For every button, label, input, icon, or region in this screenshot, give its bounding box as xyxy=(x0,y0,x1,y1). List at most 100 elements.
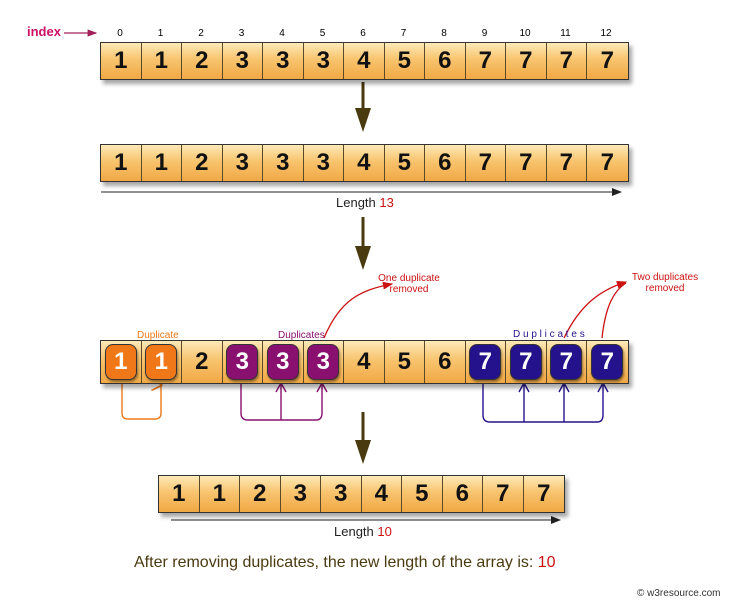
array-cell-value: 4 xyxy=(357,348,371,375)
array-cell-value: 1 xyxy=(172,480,186,507)
array-cell-value: 5 xyxy=(397,348,411,375)
array-cell: 3 xyxy=(222,341,263,383)
array-cell: 2 xyxy=(182,43,223,79)
array-cell-value: 7 xyxy=(600,149,614,176)
array-cell-value: 6 xyxy=(438,149,452,176)
blue-duplicate-badge: 7 xyxy=(550,344,583,380)
array-cell: 7 xyxy=(465,145,506,181)
array-cell: 3 xyxy=(222,145,263,181)
index-number: 12 xyxy=(600,28,612,39)
array-cell-value: 1 xyxy=(114,149,128,176)
array-cell: 3 xyxy=(280,476,321,512)
array-cell-value: 3 xyxy=(293,480,307,507)
length-text: Length xyxy=(334,524,374,539)
array-cell-value: 6 xyxy=(438,348,452,375)
array-cell-value: 1 xyxy=(212,480,226,507)
array-cell: 7 xyxy=(465,341,506,383)
orange-duplicate-label: Duplicate xyxy=(137,330,179,341)
array-cell-value: 6 xyxy=(438,47,452,74)
array-cell-value: 6 xyxy=(455,480,469,507)
array-cell: 4 xyxy=(344,43,385,79)
array-cell: 3 xyxy=(222,43,263,79)
array-cell-value: 5 xyxy=(397,47,411,74)
array-cell: 3 xyxy=(303,341,344,383)
array-cell: 3 xyxy=(321,476,362,512)
array-cell: 1 xyxy=(101,43,142,79)
orange-duplicate-bracket xyxy=(121,383,161,420)
index-number: 0 xyxy=(117,28,123,39)
array-cell: 7 xyxy=(587,43,628,79)
array-cell: 3 xyxy=(263,341,304,383)
array-cell: 3 xyxy=(303,145,344,181)
blue-duplicates-label: D u p l i c a t e s xyxy=(513,329,585,340)
one-removed-curve xyxy=(323,281,394,339)
array-cell-value: 3 xyxy=(235,47,249,74)
array-cell: 7 xyxy=(523,476,564,512)
index-number: 4 xyxy=(279,28,285,39)
array-cell: 1 xyxy=(101,145,142,181)
array-cell: 7 xyxy=(483,476,524,512)
array-cell: 7 xyxy=(506,145,547,181)
array-cell: 1 xyxy=(101,341,142,383)
array-cell-value: 7 xyxy=(600,47,614,74)
array-cell: 7 xyxy=(506,43,547,79)
array-cell: 6 xyxy=(442,476,483,512)
index-number: 3 xyxy=(238,28,245,39)
array-cell-value: 5 xyxy=(415,480,429,507)
array-cell-value: 3 xyxy=(276,47,290,74)
two-removed-label: Two duplicates removed xyxy=(631,272,699,294)
orange-duplicate-badge: 1 xyxy=(145,344,178,380)
array-cell: 2 xyxy=(182,341,223,383)
blue-duplicate-badge: 7 xyxy=(469,344,502,380)
array-cell-value: 4 xyxy=(357,47,371,74)
array-cell: 7 xyxy=(546,341,587,383)
array-cell: 1 xyxy=(141,43,182,79)
array-cell-value: 3 xyxy=(276,149,290,176)
purple-duplicate-badge: 3 xyxy=(307,344,340,380)
array-cell: 6 xyxy=(425,341,466,383)
array-cell-value: 3 xyxy=(316,47,330,74)
index-number: 11 xyxy=(560,28,571,39)
down-arrow-1 xyxy=(355,82,371,132)
array-cell: 4 xyxy=(344,341,385,383)
array-cell-value: 1 xyxy=(154,149,168,176)
array-cell-value: 7 xyxy=(559,149,573,176)
array-cell: 3 xyxy=(263,43,304,79)
index-number: 7 xyxy=(400,28,407,39)
length-value: 13 xyxy=(379,195,394,210)
array-cell-value: 2 xyxy=(195,149,209,176)
index-number: 1 xyxy=(157,28,164,39)
array-cell-value: 7 xyxy=(519,149,533,176)
array-cell-value: 1 xyxy=(154,47,168,74)
array-cell: 5 xyxy=(384,145,425,181)
array-cell-value: 4 xyxy=(357,149,371,176)
two-removed-curve-1 xyxy=(563,280,628,339)
summary-sentence: After removing duplicates, the new lengt… xyxy=(134,554,556,572)
blue-duplicate-badge: 7 xyxy=(591,344,624,380)
array-cell: 1 xyxy=(199,476,240,512)
array-cell-value: 1 xyxy=(114,47,128,74)
array-cell-value: 7 xyxy=(519,47,533,74)
summary-text: After removing duplicates, the new lengt… xyxy=(134,554,534,571)
array-cell: 1 xyxy=(141,341,182,383)
array-cell-value: 3 xyxy=(316,149,330,176)
array-cell-value: 7 xyxy=(496,480,510,507)
summary-value: 10 xyxy=(537,554,556,571)
array-cell: 2 xyxy=(240,476,281,512)
array-cell: 2 xyxy=(182,145,223,181)
down-arrow-3 xyxy=(355,412,371,464)
length-10-label: Length 10 xyxy=(334,524,392,539)
array-cell: 7 xyxy=(587,341,628,383)
index-number: 5 xyxy=(319,28,326,39)
array-cell-value: 4 xyxy=(374,480,388,507)
watermark: © w3resource.com xyxy=(637,588,721,599)
index-number: 10 xyxy=(519,28,531,39)
index-number: 9 xyxy=(481,28,488,39)
orange-duplicate-badge: 1 xyxy=(104,344,137,380)
array-cell: 1 xyxy=(159,476,200,512)
